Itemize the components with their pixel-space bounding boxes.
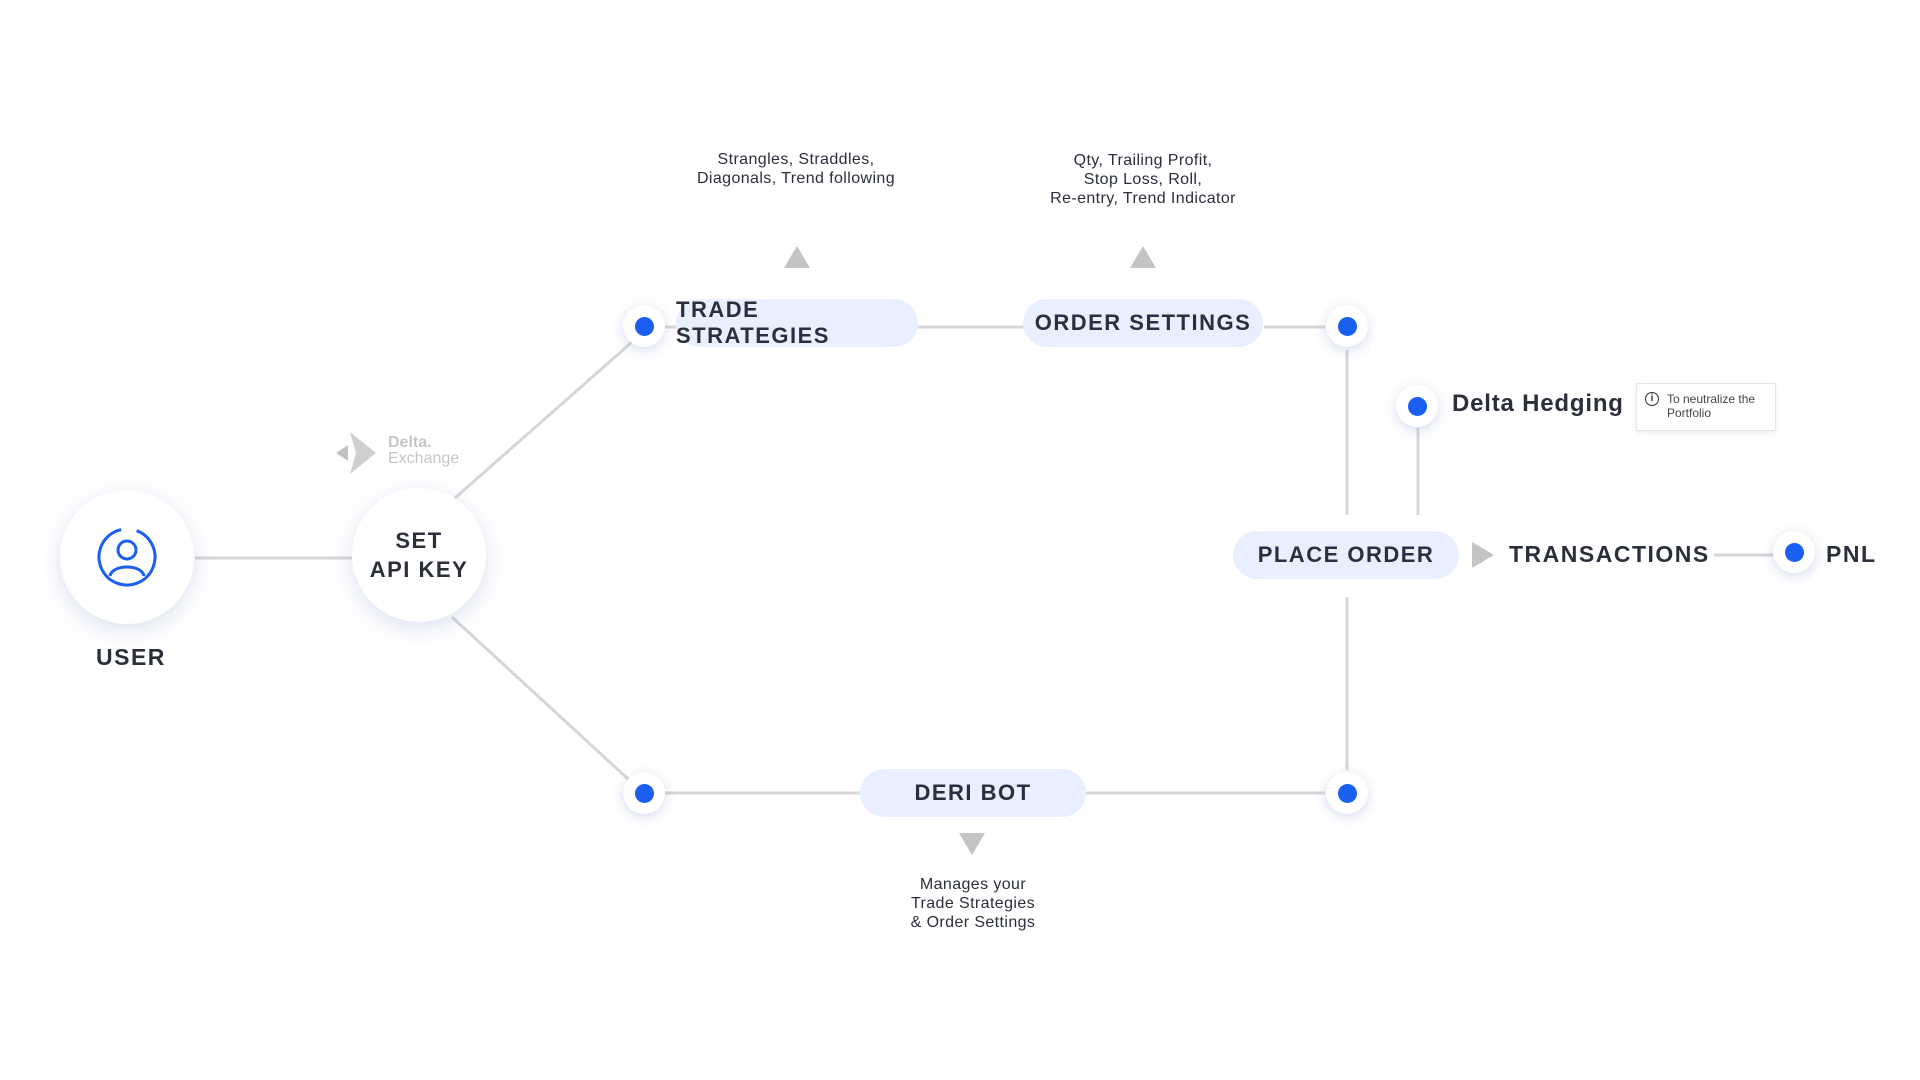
junction-dot-bottom-left[interactable]: [623, 772, 665, 814]
delta-logo-icon: [336, 432, 376, 474]
user-icon: [97, 527, 157, 587]
delta-logo-text-line2: Exchange: [388, 450, 460, 467]
deri-bot-note-line1: Manages your: [919, 876, 1027, 893]
user-label: USER: [96, 644, 166, 670]
junction-dot-fill: [1337, 783, 1357, 803]
delta-hedging-dot[interactable]: [1396, 385, 1438, 427]
deri-bot-note: Manages your Trade Strategies & Order Se…: [823, 875, 1123, 932]
pnl-label[interactable]: PNL: [1826, 541, 1877, 567]
order-settings-note-line1: Qty, Trailing Profit,: [1073, 152, 1213, 169]
trade-strategies-note-line1: Strangles, Straddles,: [717, 151, 875, 168]
arrow-down-deri-bot: [959, 833, 985, 855]
junction-dot-bottom-right[interactable]: [1326, 772, 1368, 814]
junction-dot-fill: [634, 316, 654, 336]
set-api-key-label-line2: API KEY: [369, 557, 469, 582]
info-icon: i: [1645, 392, 1659, 406]
arrow-right-transactions: [1472, 542, 1494, 568]
junction-dot-top-left[interactable]: [623, 305, 665, 347]
junction-dot-fill: [1784, 542, 1804, 562]
connector-apikey-bottom: [450, 615, 642, 792]
arrow-up-order-settings: [1130, 246, 1156, 268]
set-api-key-label-line1: SET: [395, 528, 443, 553]
deri-bot-pill[interactable]: DERI BOT: [860, 769, 1086, 817]
junction-dot-fill: [1337, 316, 1357, 336]
place-order-pill[interactable]: PLACE ORDER: [1233, 531, 1459, 579]
order-settings-note-line3: Re-entry, Trend Indicator: [1050, 190, 1236, 207]
arrow-up-trade-strategies: [784, 246, 810, 268]
tooltip-line2: Portfolio: [1667, 406, 1712, 420]
trade-strategies-pill[interactable]: TRADE STRATEGIES: [676, 297, 918, 348]
order-settings-note-line2: Stop Loss, Roll,: [1083, 171, 1203, 188]
delta-hedging-label[interactable]: Delta Hedging: [1452, 390, 1624, 417]
delta-exchange-logo: Delta. Exchange: [336, 432, 476, 476]
deri-bot-note-line3: & Order Settings: [910, 914, 1036, 931]
junction-dot-fill: [634, 783, 654, 803]
tooltip-line1: To neutralize the: [1667, 392, 1756, 406]
trade-strategies-note-line2: Diagonals, Trend following: [696, 170, 896, 187]
delta-logo-text-line1: Delta.: [388, 434, 432, 451]
trade-strategies-note: Strangles, Straddles, Diagonals, Trend f…: [646, 150, 946, 188]
pnl-dot[interactable]: [1773, 531, 1815, 573]
junction-dot-top-right[interactable]: [1326, 305, 1368, 347]
order-settings-pill[interactable]: ORDER SETTINGS: [1023, 299, 1263, 347]
user-node[interactable]: [60, 490, 194, 624]
set-api-key-node[interactable]: SET API KEY: [352, 488, 486, 622]
deri-bot-note-line2: Trade Strategies: [910, 895, 1036, 912]
connector-apikey-top: [454, 333, 641, 500]
order-settings-note: Qty, Trailing Profit, Stop Loss, Roll, R…: [993, 151, 1293, 208]
transactions-label[interactable]: TRANSACTIONS: [1509, 541, 1710, 567]
junction-dot-fill: [1407, 396, 1427, 416]
delta-hedging-tooltip: i To neutralize the Portfolio: [1636, 383, 1776, 431]
